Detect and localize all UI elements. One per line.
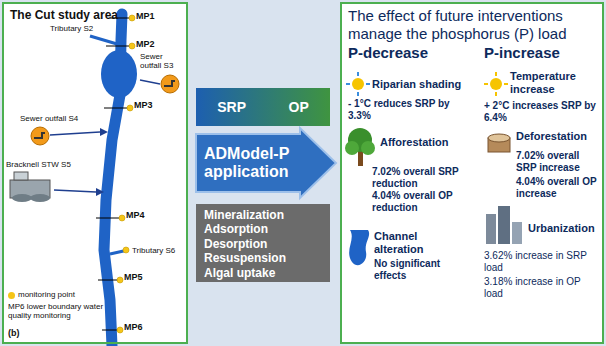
source-name: Tributary S6 bbox=[132, 246, 175, 255]
phosphorus-forms-box: SRP OP bbox=[196, 88, 330, 126]
effect-text: 3.18% increase in OP load bbox=[484, 276, 602, 299]
point-name: MP5 bbox=[124, 272, 143, 282]
intervention-name: Riparian shading bbox=[372, 78, 472, 91]
point-name: MP2 bbox=[136, 39, 155, 49]
effect-text: 4.04% overall OP reduction bbox=[372, 190, 472, 213]
process-list: Mineralization Adsorption Desorption Res… bbox=[204, 208, 316, 280]
model-label: ADModel-P application bbox=[204, 145, 300, 182]
effect-text: 4.04% overall OP increase bbox=[516, 176, 602, 199]
effect-text: 3.62% increase in SRP load bbox=[484, 250, 602, 273]
legend-swatch bbox=[8, 292, 15, 299]
legend-note: MP6 lower boundary water quality monitor… bbox=[8, 302, 108, 320]
intervention-name: Channel alteration bbox=[374, 230, 466, 255]
srp-label: SRP bbox=[217, 99, 246, 115]
effect-text: - 1°C reduces SRP by 3.3% bbox=[348, 98, 474, 121]
process-box: Mineralization Adsorption Desorption Res… bbox=[196, 204, 330, 284]
source-name: Tributary S2 bbox=[50, 24, 93, 33]
column-heading: P-increase bbox=[484, 44, 560, 61]
point-name: MP3 bbox=[134, 100, 153, 110]
effect-text: 7.02% overall SRP reduction bbox=[372, 166, 472, 189]
effect-text: No significant effects bbox=[374, 258, 466, 281]
intervention-name: Deforestation bbox=[516, 130, 602, 143]
op-label: OP bbox=[289, 99, 309, 115]
panel-letter: (b) bbox=[8, 328, 20, 338]
source-name: Sewer outfall S3 bbox=[140, 52, 186, 70]
effect-text: 7.02% overall SRP increase bbox=[516, 150, 602, 173]
effect-text: + 2°C increases SRP by 6.4% bbox=[484, 100, 602, 123]
source-name: Sewer outfall S4 bbox=[20, 114, 110, 123]
panel-title: The Cut study area bbox=[10, 8, 118, 22]
model-arrow: ADModel-P application bbox=[196, 128, 336, 198]
intervention-name: Afforestation bbox=[380, 136, 470, 149]
column-heading: P-decrease bbox=[348, 44, 428, 61]
intervention-name: Temperature increase bbox=[510, 70, 600, 95]
point-name: MP1 bbox=[136, 11, 155, 21]
legend-text: monitoring point bbox=[18, 290, 75, 299]
panel-title: The effect of future interventions manag… bbox=[348, 7, 598, 43]
point-name: MP6 bbox=[124, 322, 143, 332]
point-name: MP4 bbox=[126, 210, 145, 220]
intervention-name: Urbanization bbox=[528, 222, 602, 235]
source-name: Bracknell STW S5 bbox=[6, 160, 106, 169]
